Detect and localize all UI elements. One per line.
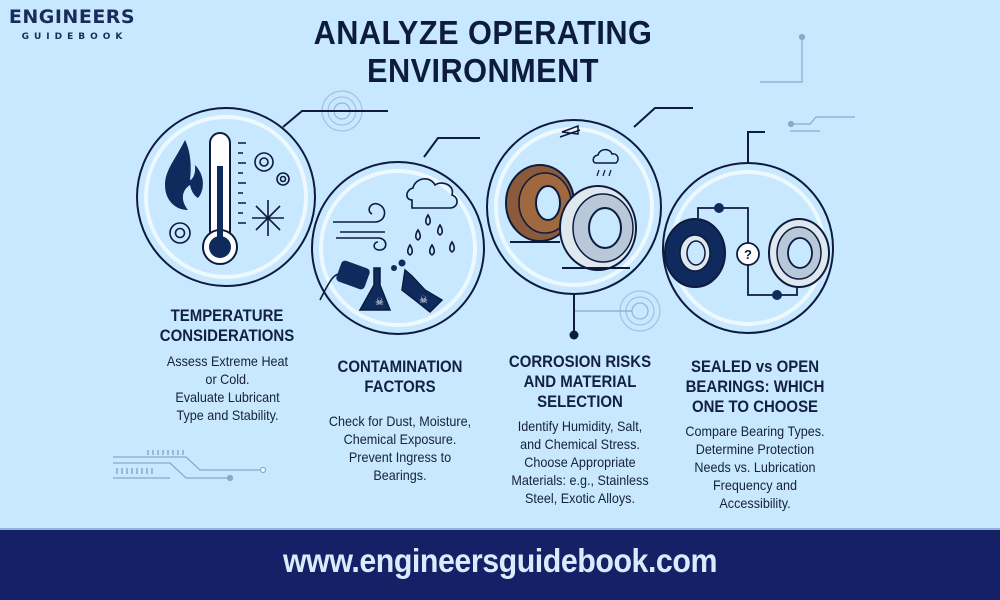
text-line: Frequency and <box>712 477 798 493</box>
circuit-decoration-icon <box>113 33 855 482</box>
page-title: ANALYZE OPERATING ENVIRONMENT <box>313 14 653 89</box>
sealed-vs-open-icon: ? <box>662 162 834 334</box>
title-line: SELECTION <box>537 392 623 411</box>
footer-banner: www.engineersguidebook.com <box>0 528 1000 600</box>
title-line: AND MATERIAL <box>523 372 637 391</box>
card-title-corrosion: CORROSION RISKS AND MATERIAL SELECTION <box>501 352 659 412</box>
text-line: Needs vs. Lubrication <box>694 459 816 475</box>
steel-bearing-icon <box>559 185 637 271</box>
logo-main-text: ENGINEERS <box>8 6 136 28</box>
text-line: Type and Stability. <box>176 407 279 423</box>
text-line: and Chemical Stress. <box>520 436 640 452</box>
brand-logo: ENGINEERS GUIDEBOOK <box>8 6 136 42</box>
website-url: www.engineersguidebook.com <box>283 542 717 579</box>
corrosion-icon <box>486 119 662 295</box>
text-line: Check for Dust, Moisture, <box>328 413 472 429</box>
text-line: Prevent Ingress to <box>348 449 452 465</box>
text-line: Determine Protection <box>695 441 815 457</box>
question-mark: ? <box>744 247 752 262</box>
title-line: CORROSION RISKS <box>508 352 652 371</box>
title-line: TEMPERATURE <box>170 306 284 325</box>
text-line: Compare Bearing Types. <box>685 423 825 439</box>
rusty-bearing-icon <box>505 164 575 242</box>
card-text-corrosion: Identify Humidity, Salt, and Chemical St… <box>495 417 666 507</box>
sealed-bearing-icon <box>664 218 726 288</box>
card-text-contamination: Check for Dust, Moisture, Chemical Expos… <box>315 412 486 484</box>
title-line: CONTAMINATION <box>337 357 463 376</box>
connector-lines <box>282 107 765 340</box>
text-line: Materials: e.g., Stainless <box>511 472 649 488</box>
title-line: CONSIDERATIONS <box>159 326 295 345</box>
question-icon <box>736 242 760 266</box>
text-line: Identify Humidity, Salt, <box>517 418 643 434</box>
card-title-temperature: TEMPERATURE CONSIDERATIONS <box>152 306 302 346</box>
contamination-icon: ☠ ☠ <box>311 161 485 335</box>
title-line: SEALED vs OPEN <box>690 357 820 376</box>
text-line: Choose Appropriate <box>524 454 636 470</box>
text-line: Steel, Exotic Alloys. <box>525 490 635 506</box>
card-title-sealed-open: SEALED vs OPEN BEARINGS: WHICH ONE TO CH… <box>676 357 834 417</box>
open-bearing-icon <box>768 218 830 288</box>
card-text-sealed-open: Compare Bearing Types. Determine Protect… <box>670 422 841 512</box>
title-line: FACTORS <box>364 377 436 396</box>
text-line: Accessibility. <box>719 495 791 511</box>
title-line: BEARINGS: WHICH <box>685 377 825 396</box>
svg-text:☠: ☠ <box>375 297 384 308</box>
temperature-icon <box>136 107 316 287</box>
card-title-contamination: CONTAMINATION FACTORS <box>321 357 479 397</box>
text-line: or Cold. <box>205 371 250 387</box>
title-line: ONE TO CHOOSE <box>691 397 819 416</box>
illustration-layer: ☠ ☠ <box>113 33 855 482</box>
svg-text:☠: ☠ <box>419 295 428 306</box>
text-line: Evaluate Lubricant <box>175 389 280 405</box>
card-text-temperature: Assess Extreme Heat or Cold. Evaluate Lu… <box>149 352 307 424</box>
text-line: Assess Extreme Heat <box>166 353 289 369</box>
logo-sub-text: GUIDEBOOK <box>21 32 128 42</box>
text-line: Chemical Exposure. <box>343 431 457 447</box>
text-line: Bearings. <box>373 467 427 483</box>
